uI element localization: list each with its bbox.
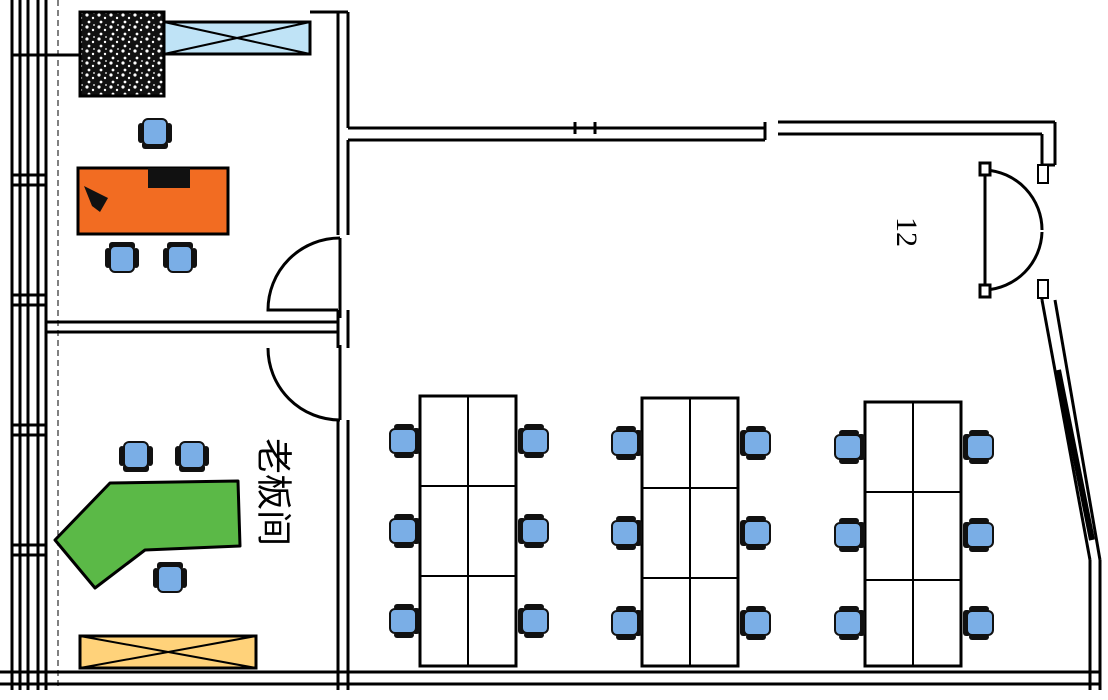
- door-manager-room: [266, 236, 342, 318]
- workstation-cluster-2: [611, 396, 771, 668]
- right-door-jamb-top: [1037, 164, 1049, 184]
- right-door-jamb-bottom: [1037, 279, 1049, 299]
- facade-mullions: [12, 53, 80, 557]
- boss-guest-chair-2: [174, 441, 210, 473]
- window-glass: [1055, 369, 1095, 541]
- boss-guest-chair-1: [118, 441, 154, 473]
- double-door: [978, 161, 1044, 299]
- boss-room-label: 老板间: [254, 438, 294, 546]
- window-cabinet: [162, 20, 312, 56]
- door-boss-room: [266, 345, 342, 422]
- manager-chair-top: [137, 118, 173, 150]
- manager-guest-chair-2: [162, 241, 198, 273]
- boss-chair: [152, 561, 188, 593]
- interior-walls: [0, 10, 1102, 690]
- workstation-cluster-3: [834, 400, 994, 668]
- facade-wall: [10, 0, 59, 690]
- manager-desk: [76, 166, 230, 236]
- room-number-label: 12: [890, 217, 923, 247]
- workstation-cluster-1: [389, 394, 549, 668]
- manager-guest-chair-1: [104, 241, 140, 273]
- storage-cabinet: [78, 634, 258, 670]
- planter-icon: [78, 10, 166, 98]
- boss-desk: [53, 479, 242, 590]
